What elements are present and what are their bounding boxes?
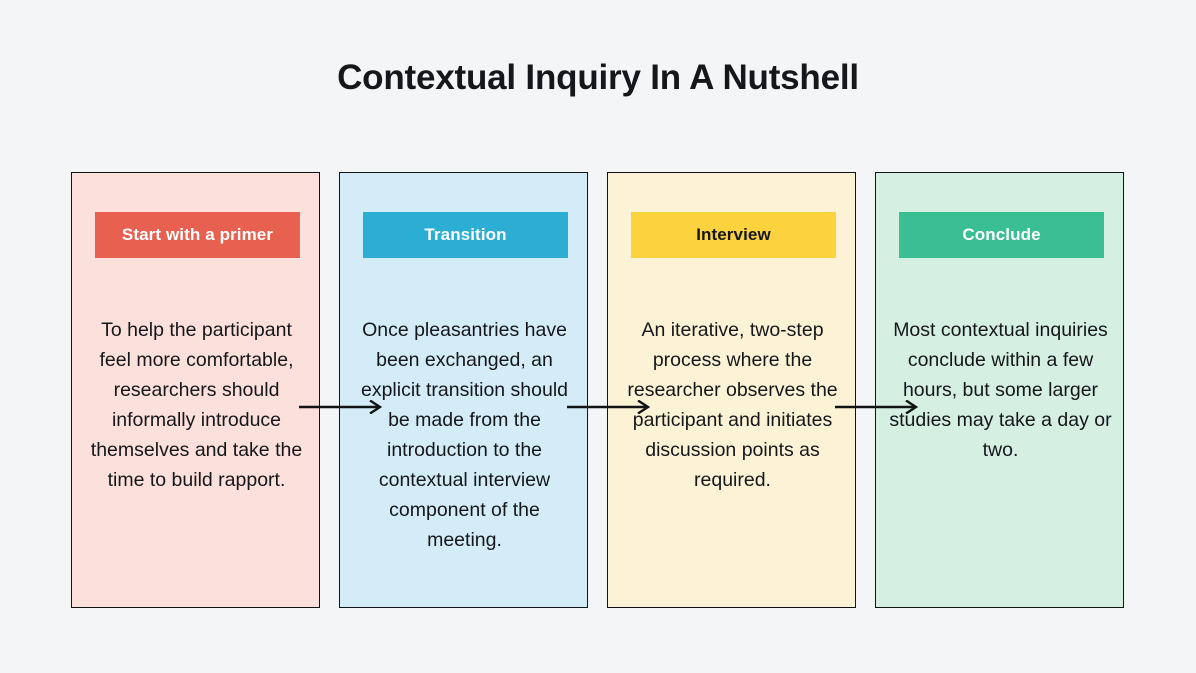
connector-3-to-4 xyxy=(835,400,922,414)
arrow-right-icon xyxy=(567,400,651,414)
step-badge-interview: Interview xyxy=(631,212,836,258)
arrow-right-icon xyxy=(835,400,919,414)
step-description-4: Most contextual inquiries conclude withi… xyxy=(889,319,1112,461)
process-step-card-3: Interview An iterative, two-step process… xyxy=(607,172,856,608)
step-badge-conclude: Conclude xyxy=(899,212,1104,258)
step-badge-label: Interview xyxy=(696,225,771,244)
step-description-2: Once pleasantries have been exchanged, a… xyxy=(360,319,569,551)
step-badge-transition: Transition xyxy=(363,212,568,258)
process-step-card-4: Conclude Most contextual inquiries concl… xyxy=(875,172,1124,608)
connector-2-to-3 xyxy=(567,400,654,414)
process-flow-diagram: Start with a primer To help the particip… xyxy=(71,172,1125,610)
step-badge-start-with-a-primer: Start with a primer xyxy=(95,212,300,258)
process-step-card-1: Start with a primer To help the particip… xyxy=(71,172,320,608)
process-step-card-2: Transition Once pleasantries have been e… xyxy=(339,172,588,608)
step-description-1: To help the participant feel more comfor… xyxy=(90,319,303,491)
connector-1-to-2 xyxy=(299,400,386,414)
step-badge-label: Conclude xyxy=(962,225,1041,244)
step-description-3: An iterative, two-step process where the… xyxy=(627,319,838,491)
step-badge-label: Start with a primer xyxy=(121,225,274,244)
arrow-right-icon xyxy=(299,400,383,414)
step-badge-label: Transition xyxy=(424,225,507,244)
page-title: Contextual Inquiry In A Nutshell xyxy=(337,58,859,97)
